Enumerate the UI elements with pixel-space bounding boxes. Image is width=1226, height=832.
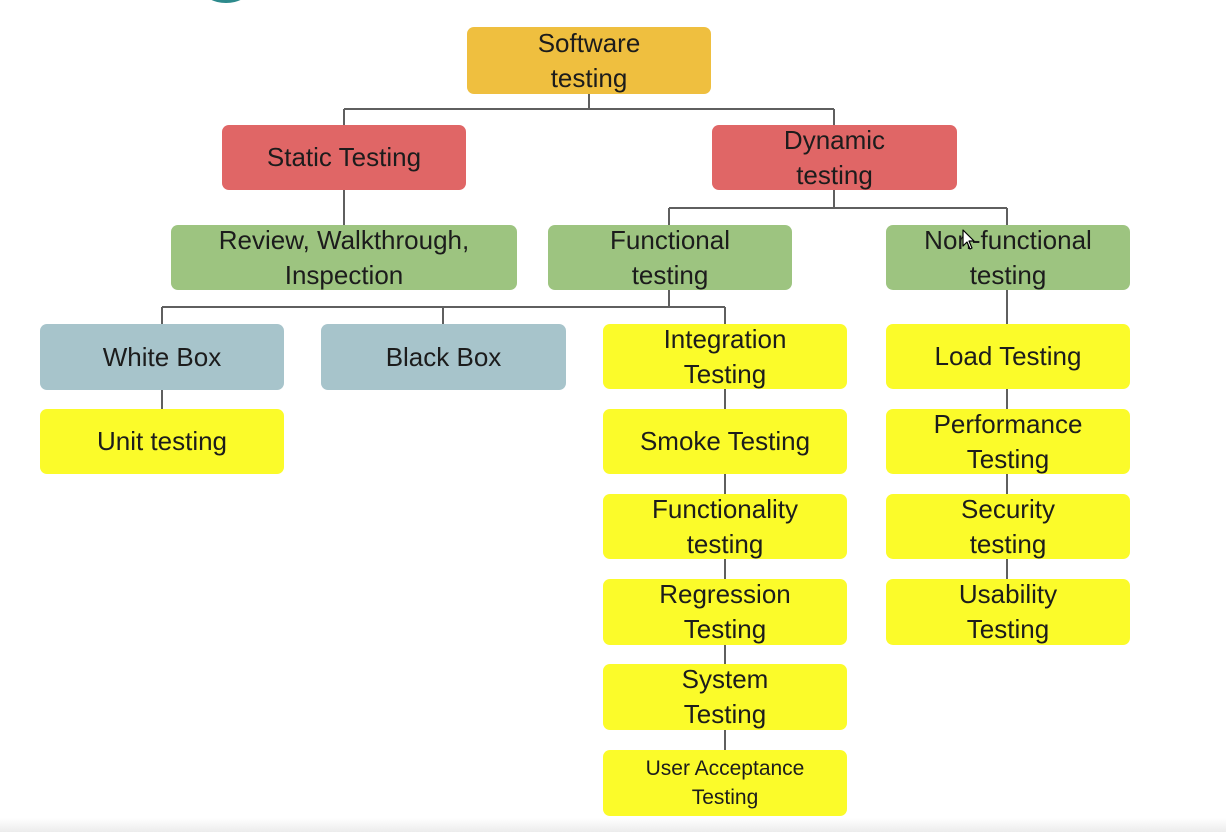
node-security-testing: Security testing: [886, 494, 1130, 559]
node-usability-testing: Usability Testing: [886, 579, 1130, 645]
node-load-testing: Load Testing: [886, 324, 1130, 389]
node-regression-testing: Regression Testing: [603, 579, 847, 645]
node-user-acceptance-testing: User Acceptance Testing: [603, 750, 847, 816]
node-software-testing: Software testing: [467, 27, 711, 94]
node-unit-testing: Unit testing: [40, 409, 284, 474]
mouse-pointer-icon: [962, 229, 975, 250]
node-dynamic-testing: Dynamic testing: [712, 125, 957, 190]
node-integration-testing: Integration Testing: [603, 324, 847, 389]
node-review-walkthrough-inspection: Review, Walkthrough, Inspection: [171, 225, 517, 290]
bottom-edge-shadow: [0, 818, 1226, 832]
node-static-testing: Static Testing: [222, 125, 466, 190]
node-functional-testing: Functional testing: [548, 225, 792, 290]
node-performance-testing: Performance Testing: [886, 409, 1130, 474]
node-black-box: Black Box: [321, 324, 566, 390]
node-white-box: White Box: [40, 324, 284, 390]
node-smoke-testing: Smoke Testing: [603, 409, 847, 474]
node-functionality-testing: Functionality testing: [603, 494, 847, 559]
node-nonfunctional-testing: Non-functional testing: [886, 225, 1130, 290]
node-system-testing: System Testing: [603, 664, 847, 730]
